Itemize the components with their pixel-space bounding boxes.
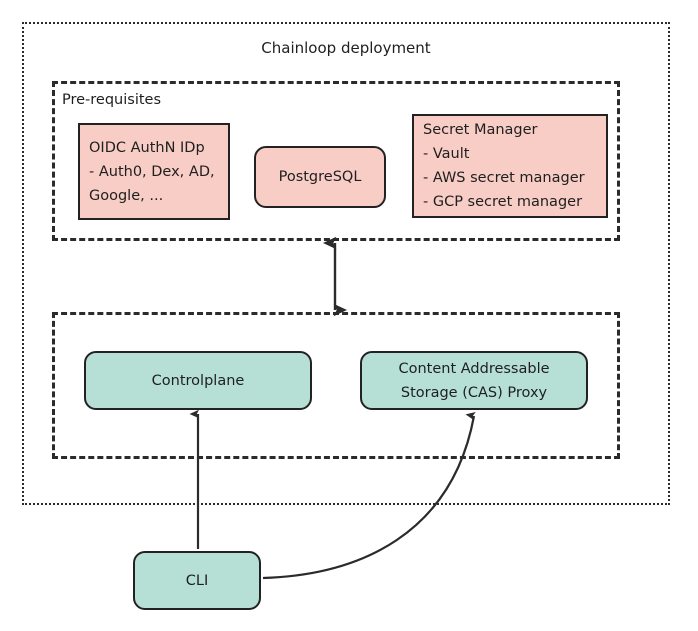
- node-cli[interactable]: CLI: [133, 551, 261, 610]
- node-cli-label: CLI: [185, 572, 209, 589]
- node-postgresql-label: PostgreSQL: [278, 169, 362, 185]
- node-secret-manager-line-1: Secret Manager: [423, 122, 538, 138]
- node-secret-manager-line-3: - AWS secret manager: [423, 170, 585, 186]
- node-cas-proxy-line-2: Storage (CAS) Proxy: [400, 384, 548, 401]
- node-secret-manager[interactable]: Secret Manager - Vault - AWS secret mana…: [412, 114, 608, 218]
- node-cas-proxy-line-1: Content Addressable: [398, 360, 550, 377]
- node-oidc-authn-idp[interactable]: OIDC AuthN IDp - Auth0, Dex, AD, Google,…: [78, 123, 230, 220]
- deployment-title: Chainloop deployment: [261, 39, 431, 57]
- node-oidc-line-2: - Auth0, Dex, AD,: [89, 163, 215, 180]
- node-postgresql[interactable]: PostgreSQL: [254, 146, 386, 208]
- node-controlplane[interactable]: Controlplane: [84, 351, 312, 410]
- node-controlplane-label: Controlplane: [151, 372, 245, 389]
- node-secret-manager-line-4: - GCP secret manager: [423, 194, 583, 210]
- node-secret-manager-line-2: - Vault: [423, 146, 470, 162]
- node-oidc-line-1: OIDC AuthN IDp: [89, 139, 205, 156]
- node-cas-proxy[interactable]: Content Addressable Storage (CAS) Proxy: [360, 351, 588, 410]
- prerequisites-group-label: Pre-requisites: [62, 92, 162, 108]
- node-oidc-line-3: Google, ...: [89, 187, 164, 204]
